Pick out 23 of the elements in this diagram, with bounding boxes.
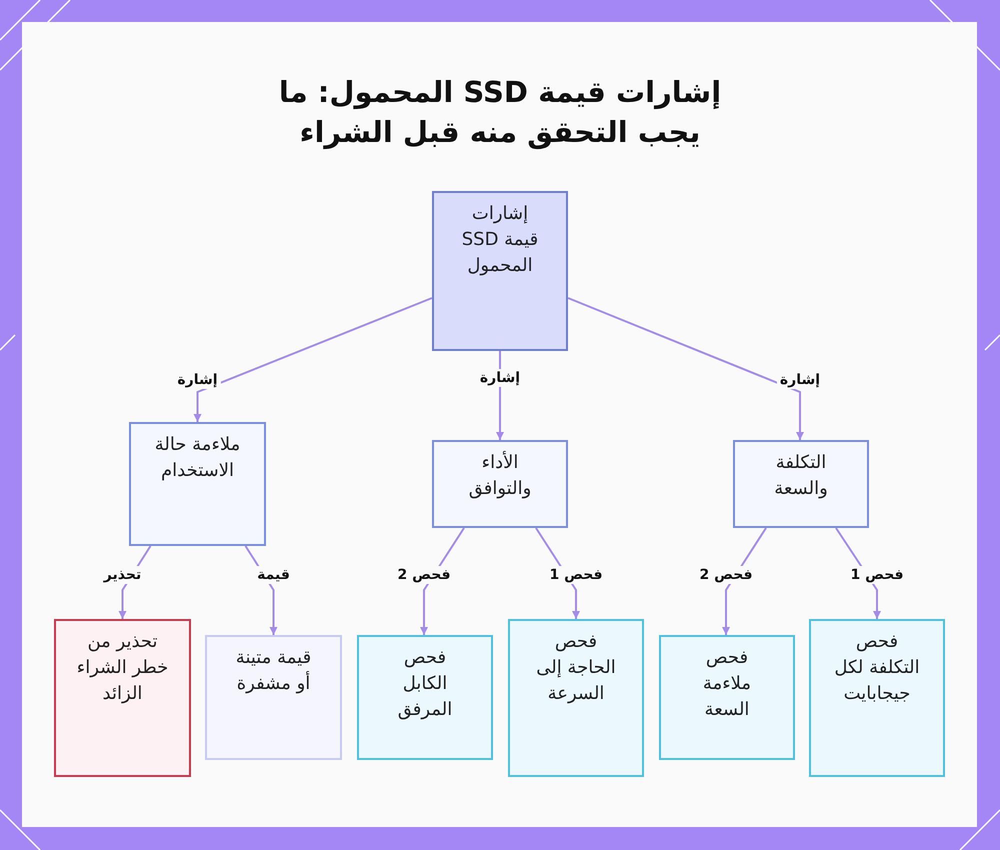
box-text: تحذير من خطر الشراء الزائد bbox=[76, 630, 170, 706]
box-text: إشارات قيمة SSD المحمول bbox=[460, 202, 540, 278]
arrow bbox=[194, 297, 432, 422]
box-text: فحص الحاجة إلى السرعة bbox=[535, 630, 617, 706]
process-box bbox=[508, 619, 644, 777]
box-text: فحص ملاءمة السعة bbox=[702, 646, 752, 722]
process-box bbox=[432, 191, 568, 351]
box-text: الأداء والتوافق bbox=[468, 450, 532, 501]
process-box bbox=[205, 635, 342, 760]
box-text: ملاءمة حالة الاستخدام bbox=[154, 433, 242, 483]
warning-box bbox=[54, 619, 191, 777]
process-box bbox=[659, 635, 795, 760]
process-box bbox=[432, 440, 568, 528]
box-text: قيمة متينة أو مشفرة bbox=[234, 646, 312, 696]
arrow bbox=[568, 297, 804, 440]
process-box bbox=[357, 635, 493, 760]
process-box bbox=[129, 422, 266, 546]
title: إشارات قيمة SSD المحمول: ما يجب التحقق منه قبل الشراء bbox=[278, 74, 722, 152]
process-box bbox=[809, 619, 945, 777]
box-text: التكلفة والسعة bbox=[773, 451, 829, 501]
box-text: فحص التكلفة لكل جيجابايت bbox=[833, 630, 921, 706]
process-box bbox=[733, 440, 869, 528]
box-text: فحص الكابل المرفق bbox=[396, 646, 454, 722]
